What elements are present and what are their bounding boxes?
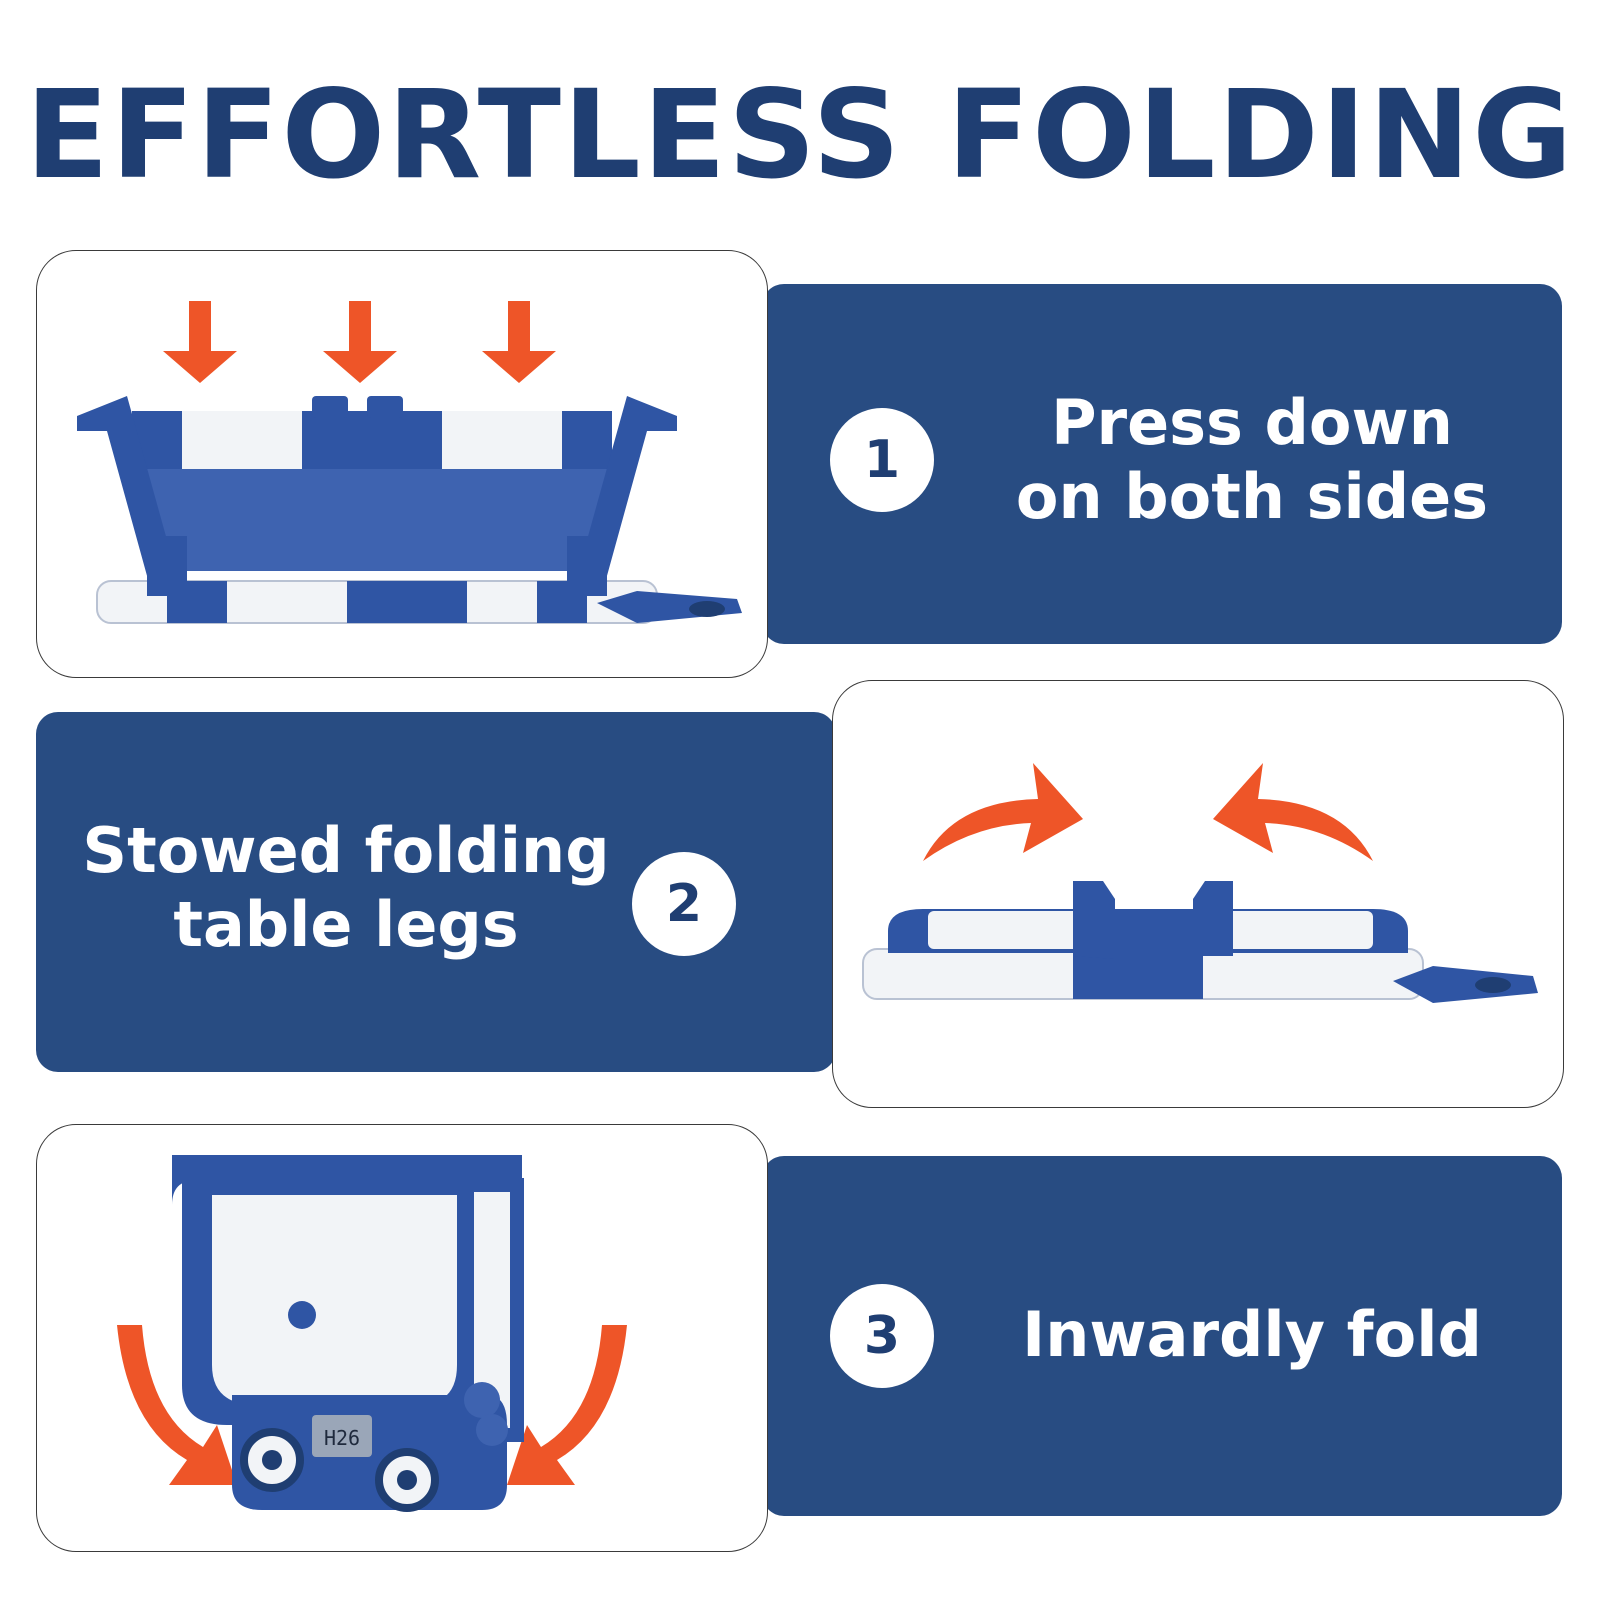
tub-folded-illustration: H26 (117, 1155, 627, 1512)
step-2-band: Stowed folding table legs 2 (36, 712, 836, 1072)
tub-illustration: H26 (172, 1155, 524, 1512)
tub-illustration (77, 396, 742, 624)
step-1-band: 1 Press down on both sides (762, 284, 1562, 644)
step-1-line-1: Press down (1051, 386, 1453, 459)
step-2-text: Stowed folding table legs (76, 814, 616, 962)
down-arrow-icon (163, 301, 556, 383)
step-1-text: Press down on both sides (972, 386, 1532, 534)
thermometer-display: H26 (324, 1426, 360, 1450)
step-2-badge: 2 (632, 852, 736, 956)
tub-folding-illustration (862, 763, 1538, 1003)
tub-illustration (862, 881, 1538, 1003)
step-3-band: 3 Inwardly fold (762, 1156, 1562, 1516)
step-1-badge: 1 (830, 408, 934, 512)
step-3-image-card: H26 (36, 1124, 768, 1552)
curved-arrow-icon (117, 1325, 627, 1485)
step-1-line-2: on both sides (1015, 460, 1489, 533)
step-2-image-card (832, 680, 1564, 1108)
step-2-line-2: table legs (173, 888, 519, 961)
step-2-line-1: Stowed folding (82, 814, 610, 887)
step-1-image-card (36, 250, 768, 678)
curved-arrow-icon (923, 763, 1373, 861)
step-3-line-1: Inwardly fold (1022, 1298, 1482, 1371)
step-3-badge: 3 (830, 1284, 934, 1388)
step-3-text: Inwardly fold (972, 1298, 1532, 1372)
tub-open-illustration (77, 301, 742, 624)
page-title: EFFORTLESS FOLDING (25, 64, 1575, 206)
